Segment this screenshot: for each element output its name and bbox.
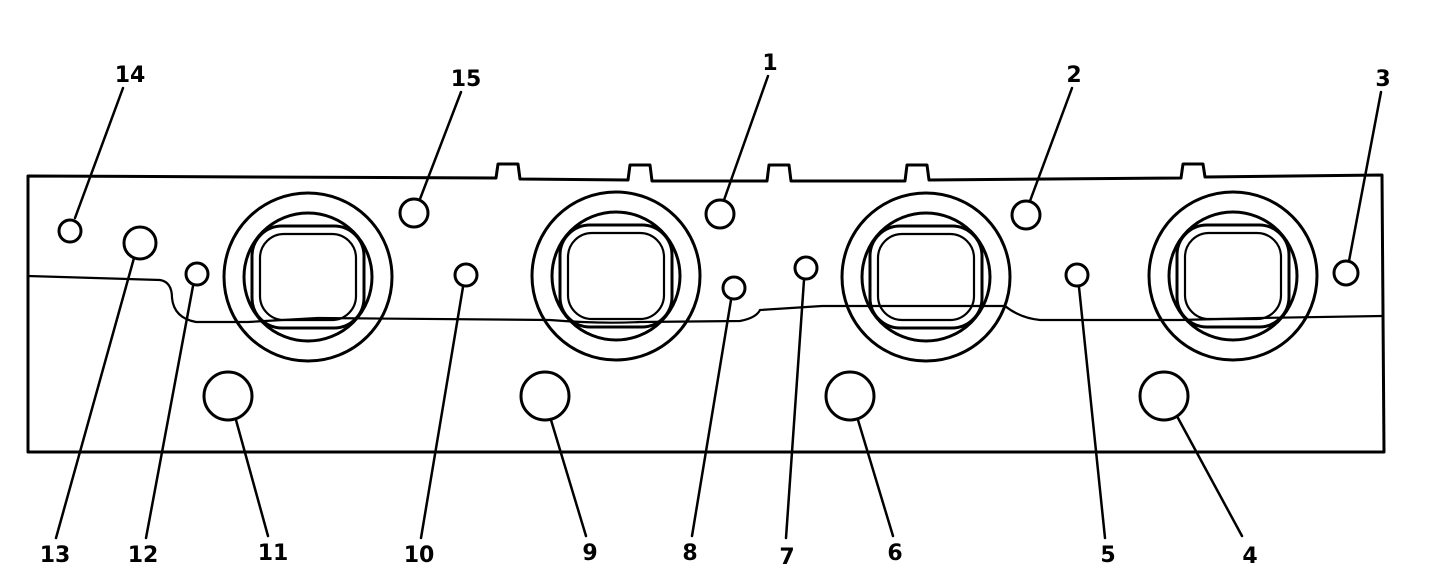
callout-1: 1 [762,51,777,76]
bolt-hole-10 [453,262,479,288]
bolt-holes [57,197,1360,422]
bolt-hole-15 [398,197,430,229]
port-4 [1147,190,1319,362]
bolt-hole-2 [1010,199,1042,231]
port-2 [530,190,702,362]
port-3 [840,191,1012,363]
bolt-hole-8 [721,275,747,301]
leader-14 [73,86,125,220]
bolt-hole-11 [202,370,254,422]
callout-2: 2 [1066,63,1081,88]
gasket-plate [26,162,1386,454]
callout-4: 4 [1242,544,1257,569]
leader-6 [856,418,895,538]
leader-12 [144,284,195,540]
callout-8: 8 [682,541,697,566]
callout-7: 7 [779,545,794,570]
bolt-hole-7 [793,255,819,281]
leader-2 [1028,86,1074,203]
callout-12: 12 [128,543,159,568]
leader-9 [549,418,588,538]
bolt-hole-12 [184,261,210,287]
leader-11 [234,418,270,538]
callout-6: 6 [887,541,902,566]
port-openings [222,190,1319,363]
bolt-hole-1 [704,198,736,230]
bolt-hole-3 [1332,259,1360,287]
bolt-hole-9 [519,370,571,422]
bolt-hole-14 [57,218,83,244]
callout-3: 3 [1375,67,1390,92]
leader-7 [784,278,806,540]
bolt-hole-4 [1138,370,1190,422]
callout-9: 9 [582,541,597,566]
leader-5 [1077,285,1107,540]
bolt-hole-6 [824,370,876,422]
bolt-hole-5 [1064,262,1090,288]
callout-10: 10 [404,543,435,568]
callout-labels: 14 15 1 2 3 13 12 11 10 9 8 7 6 5 4 [40,51,1391,570]
callout-13: 13 [40,543,71,568]
leader-8 [690,298,733,538]
leader-10 [419,285,465,540]
leader-13 [54,256,136,540]
leader-4 [1176,416,1244,538]
leader-lines [54,74,1383,540]
leader-3 [1347,90,1383,263]
port-1 [222,191,394,363]
leader-1 [722,74,770,202]
gasket-outline [26,162,1386,454]
callout-5: 5 [1100,543,1115,568]
bolt-hole-13 [122,225,158,261]
callout-14: 14 [115,63,146,88]
gasket-bead-line [27,274,1383,324]
callout-15: 15 [451,67,482,92]
callout-11: 11 [258,541,289,566]
leader-15 [418,90,463,201]
